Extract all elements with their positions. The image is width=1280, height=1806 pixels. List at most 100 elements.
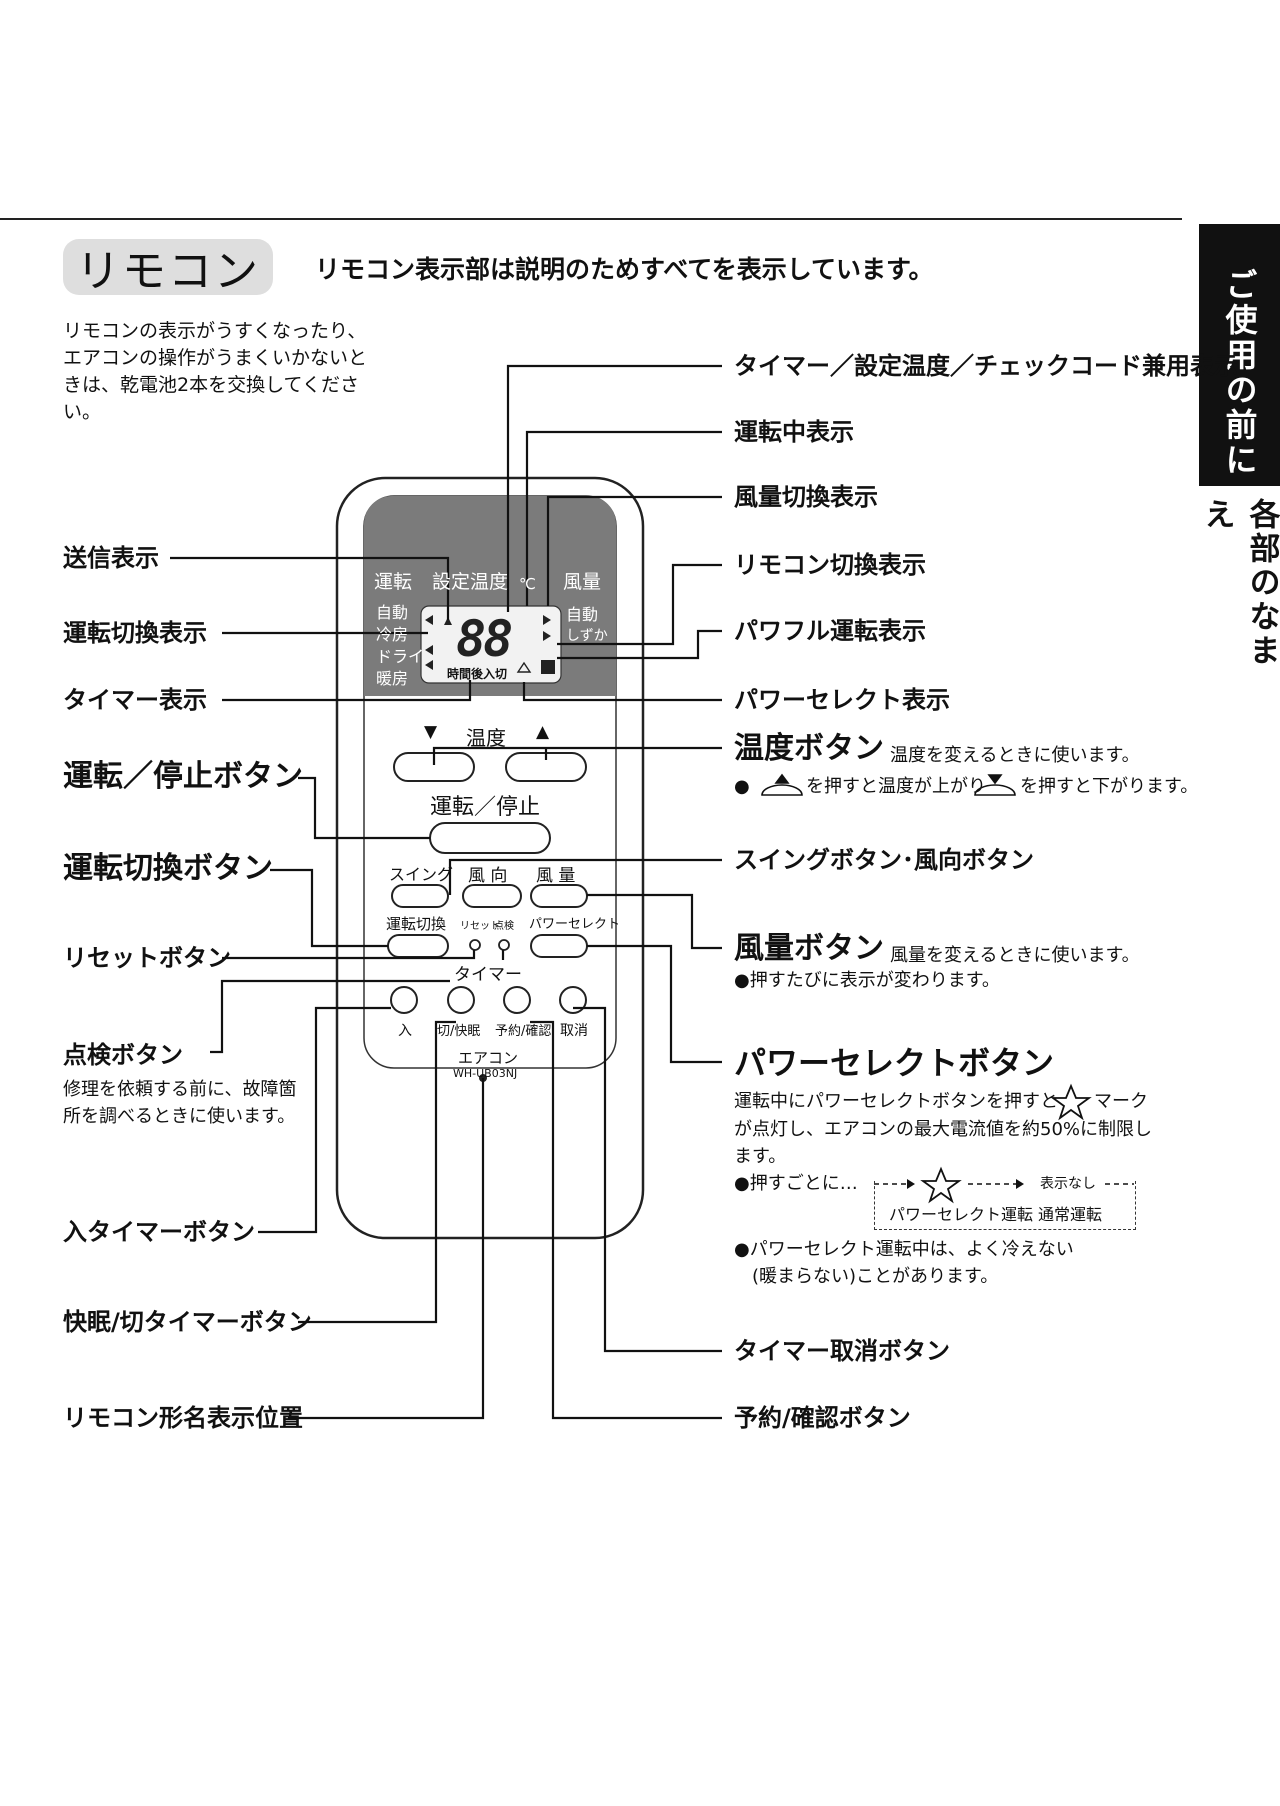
temp-up-button[interactable] xyxy=(506,753,586,781)
powersel-each-press: ●押すごとに… xyxy=(734,1173,858,1194)
temp-button-bullet-mark: ● xyxy=(734,776,750,797)
section-title: リモコン xyxy=(63,239,273,297)
check-button-desc: 修理を依頼する前に、故障箇所を調べるときに使います。 xyxy=(63,1079,297,1127)
label-timer-display: タイマー表示 xyxy=(63,686,207,714)
side-tab-next[interactable]: 各部のなまえ xyxy=(1198,498,1280,668)
off-timer-button-shape xyxy=(447,986,475,1014)
lcd-mode-heat: 暖房 xyxy=(376,669,409,688)
lcd-digits: 88 xyxy=(456,610,513,668)
side-tab-active[interactable]: ご使用の前に xyxy=(1220,268,1259,478)
mode-button[interactable] xyxy=(388,935,448,957)
fan-button-bullet: ●押すたびに表示が変わります。 xyxy=(734,970,1000,991)
label-timer-cancel-button: タイマー取消ボタン xyxy=(734,1337,950,1365)
powersel-caution-line2: (暖まらない)ことがあります。 xyxy=(752,1266,999,1287)
on-timer-button-shape xyxy=(390,986,418,1014)
cancel-button[interactable] xyxy=(560,987,586,1013)
intro-text: リモコンの表示がうすくなったり、エアコンの操作がうまくいかないときは、乾電池2本… xyxy=(63,320,368,423)
brand-label: エアコン xyxy=(458,1049,519,1067)
lcd-powersel-star xyxy=(516,661,532,673)
label-powersel-display: パワーセレクト表示 xyxy=(734,686,950,714)
powersel-desc-mark: マーク xyxy=(1094,1091,1148,1112)
lcd-settemp-label: 設定温度 xyxy=(432,571,509,593)
powersel-button[interactable] xyxy=(531,935,587,957)
temp-button-bullet-up: を押すと温度が上がり xyxy=(806,776,986,797)
temp-down-button[interactable] xyxy=(394,753,474,781)
powersel-desc-line1: 運転中にパワーセレクトボタンを押すと xyxy=(734,1091,1058,1112)
label-mode-button: 運転切換ボタン xyxy=(63,851,273,886)
power-label: 運転／停止 xyxy=(430,795,541,820)
label-check-button: 点検ボタン xyxy=(63,1041,183,1069)
label-off-timer-button: 快眠/切タイマーボタン xyxy=(63,1308,312,1336)
lcd-run-label: 運転 xyxy=(374,571,413,593)
label-mode-display: 運転切換表示 xyxy=(63,619,207,647)
label-model-position: リモコン形名表示位置 xyxy=(63,1404,303,1432)
lcd-mode-dry: ドライ xyxy=(376,647,425,666)
powersel-flow-normal: 通常運転 xyxy=(1038,1205,1103,1224)
powersel-star-icon xyxy=(1050,1083,1092,1121)
side-tab-active-bg xyxy=(1199,224,1280,486)
label-timer-temp-check-display: タイマー／設定温度／チェックコード兼用表示 xyxy=(734,352,1238,380)
temp-down-icon: ▼ xyxy=(424,722,438,742)
powersel-caution-line1: ●パワーセレクト運転中は、よく冷えない xyxy=(734,1239,1074,1260)
lcd-fan-label: 風量 xyxy=(563,571,602,593)
fan-button[interactable] xyxy=(531,885,587,907)
temp-up-icon: ▲ xyxy=(536,722,550,742)
lcd-unit-label: ℃ xyxy=(519,575,536,593)
label-on-timer-button: 入タイマーボタン xyxy=(63,1218,255,1246)
label-temp-button: 温度ボタン xyxy=(734,731,884,766)
lcd-mode-auto: 自動 xyxy=(376,603,409,622)
temp-note-icons xyxy=(761,773,1016,796)
lcd-mode-cool: 冷房 xyxy=(376,625,409,644)
temp-button-note: 温度を変えるときに使います。 xyxy=(890,745,1140,766)
leader-lines-right xyxy=(432,364,722,1420)
mode-label: 運転切換 xyxy=(386,915,447,933)
label-power-button: 運転／停止ボタン xyxy=(63,759,303,794)
direction-button-shape xyxy=(462,884,522,908)
swing-label: スイング xyxy=(389,865,454,884)
label-swing-direction-button: スイングボタン･風向ボタン xyxy=(734,846,1034,874)
section-note: リモコン表示部は説明のためすべてを表示しています。 xyxy=(315,255,934,284)
label-reset-button: リセットボタン xyxy=(63,944,231,972)
off-timer-button[interactable] xyxy=(448,987,474,1013)
fan-label: 風 量 xyxy=(536,866,576,886)
reset-button[interactable] xyxy=(469,939,481,951)
model-label: WH-UB03NJ xyxy=(453,1067,518,1080)
reserve-button[interactable] xyxy=(504,987,530,1013)
label-running-display: 運転中表示 xyxy=(734,418,854,446)
reserve-button-shape xyxy=(503,986,531,1014)
lcd-fan-quiet: しずか xyxy=(566,628,608,644)
cancel-label: 取消 xyxy=(560,1023,588,1039)
check-button[interactable] xyxy=(498,939,510,951)
powersel-flow-mode: パワーセレクト運転 xyxy=(889,1205,1034,1224)
direction-label: 風 向 xyxy=(468,866,508,886)
reserve-label: 予約/確認 xyxy=(495,1024,552,1039)
label-remote-switch-display: リモコン切換表示 xyxy=(734,551,926,579)
label-powersel-button: パワーセレクトボタン xyxy=(734,1044,1055,1082)
power-button[interactable] xyxy=(430,823,550,853)
lcd-fan-auto: 自動 xyxy=(566,605,599,624)
powersel-label: パワーセレクト xyxy=(529,917,621,932)
lcd-timer-text: 時間後入切 xyxy=(447,667,508,681)
powersel-flow-none: 表示なし xyxy=(1040,1176,1096,1192)
label-fan-switch-display: 風量切換表示 xyxy=(734,483,878,511)
temp-button-bullet-down: を押すと下がります。 xyxy=(1020,776,1199,797)
swing-button[interactable] xyxy=(392,885,448,907)
powersel-flow-box xyxy=(874,1181,1136,1230)
label-send-display: 送信表示 xyxy=(63,544,159,572)
label-fan-button: 風量ボタン xyxy=(734,931,884,966)
direction-button[interactable] xyxy=(463,885,521,907)
label-powerful-display: パワフル運転表示 xyxy=(734,617,926,645)
powersel-desc-line2: が点灯し、エアコンの最大電流値を約50%に制限します。 xyxy=(734,1119,1153,1167)
lcd-send-mark xyxy=(444,617,452,625)
fan-button-note: 風量を変えるときに使います。 xyxy=(890,945,1140,966)
off-timer-label: 切/快眠 xyxy=(437,1024,481,1039)
lcd-powerful-mark xyxy=(541,660,555,674)
on-timer-button[interactable] xyxy=(391,987,417,1013)
reset-label: リセット xyxy=(460,921,500,932)
lcd-mode-indicator xyxy=(425,615,433,625)
label-reserve-button: 予約/確認ボタン xyxy=(734,1404,911,1432)
flow-star-icon xyxy=(920,1166,962,1204)
top-rule xyxy=(0,218,1182,220)
cancel-button-shape xyxy=(559,986,587,1014)
